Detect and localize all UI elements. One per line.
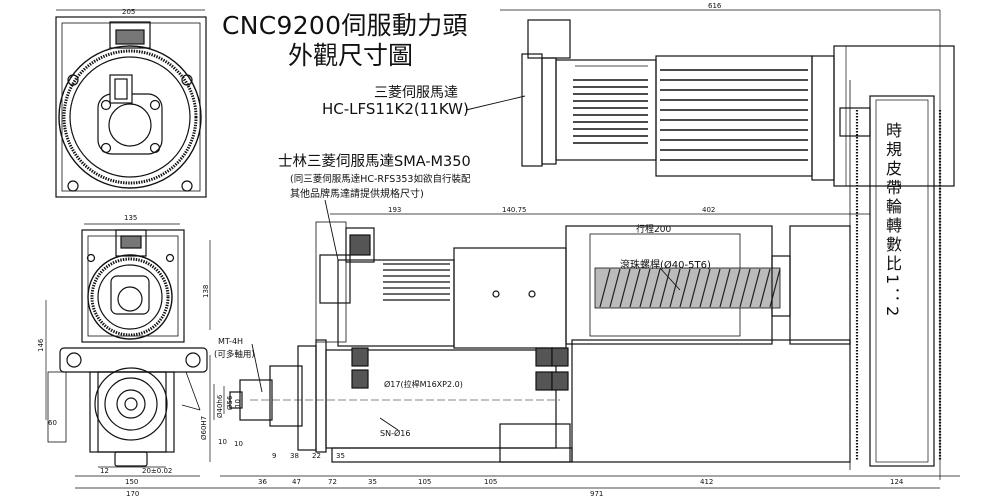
dim-35: 35 (336, 452, 345, 460)
dim-12: 12 (100, 467, 109, 475)
dim-124: 124 (890, 478, 904, 486)
label-multi-spindle: (可多軸用) (214, 349, 255, 360)
dim-10-left: 10 (218, 438, 227, 446)
dim-22: 22 (312, 452, 321, 460)
dim-35b: 35 (368, 478, 377, 486)
dim-193: 193 (388, 206, 401, 214)
dim-105: 105 (418, 478, 431, 486)
dim-616: 616 (708, 2, 722, 10)
label-mt4: MT-4H (218, 337, 243, 346)
shilin-motor-label: 士林三菱伺服馬達SMA-M350 (278, 154, 471, 170)
dim-60h7: Ø60H7 (200, 416, 208, 440)
dim-20: 20±0.02 (142, 467, 172, 475)
mitsubishi-motor-label: 三菱伺服馬達 (374, 85, 458, 101)
dim-170: 170 (126, 490, 139, 498)
dim-36: 36 (258, 478, 267, 486)
dim-40h6: Ø40h6 (216, 394, 224, 418)
dim-971: 971 (590, 490, 603, 498)
dimension-guides (45, 240, 225, 462)
dim-138: 138 (202, 285, 210, 298)
spindle-front-view (47, 347, 208, 467)
dim-10-vertical: 10 (234, 399, 242, 408)
dim-38: 38 (290, 452, 299, 460)
dim-146: 146 (37, 338, 45, 352)
dim-412: 412 (700, 478, 713, 486)
label-pull-rod: Ø17(拉桿M16XP2.0) (384, 379, 463, 389)
leader-lines (251, 95, 681, 431)
slide-base (75, 339, 960, 489)
dim-205: 205 (122, 8, 135, 16)
dim-60: 60 (48, 419, 57, 427)
dimension-labels: 205 616 135 193 140.75 402 146 138 60 20… (37, 2, 904, 498)
drawing-title: CNC9200伺服動力頭 (222, 11, 468, 40)
dim-47: 47 (292, 478, 301, 486)
shilin-motor-note-1: (同三菱伺服馬達HC-RFS353如欲自行裝配 (290, 174, 471, 185)
dim-72: 72 (328, 478, 337, 486)
belt-ratio-label: 時規皮帶輪轉數比1：2 (883, 122, 902, 320)
dim-9: 9 (272, 452, 276, 460)
timing-belt-housing (855, 10, 942, 480)
dim-135: 135 (124, 214, 137, 222)
dim-402: 402 (702, 206, 715, 214)
power-head-assembly (315, 80, 870, 470)
dim-105b: 105 (484, 478, 497, 486)
dim-56: Ø56 (226, 395, 234, 410)
belt-ratio-box: 時規皮帶輪轉數比1：2 (872, 96, 912, 346)
label-stroke: 行程200 (636, 223, 671, 235)
dim-140-75: 140.75 (502, 206, 527, 214)
label-ball-screw: 滾珠螺桿(Ø40-5T6) (620, 258, 711, 271)
shilin-motor-note-2: 其他品牌馬達請提供規格尺寸) (290, 189, 424, 200)
mitsubishi-motor-model: HC-LFS11K2(11KW) (322, 100, 469, 118)
label-sn16: SN-Ø16 (380, 428, 410, 438)
dim-150: 150 (125, 478, 138, 486)
gear-housing-middle-view (81, 223, 185, 343)
dim-10-bottom: 10 (234, 440, 243, 448)
mitsubishi-servo-motor (500, 9, 955, 187)
gear-housing-top-view (55, 9, 207, 198)
drawing-subtitle: 外觀尺寸圖 (288, 41, 414, 70)
